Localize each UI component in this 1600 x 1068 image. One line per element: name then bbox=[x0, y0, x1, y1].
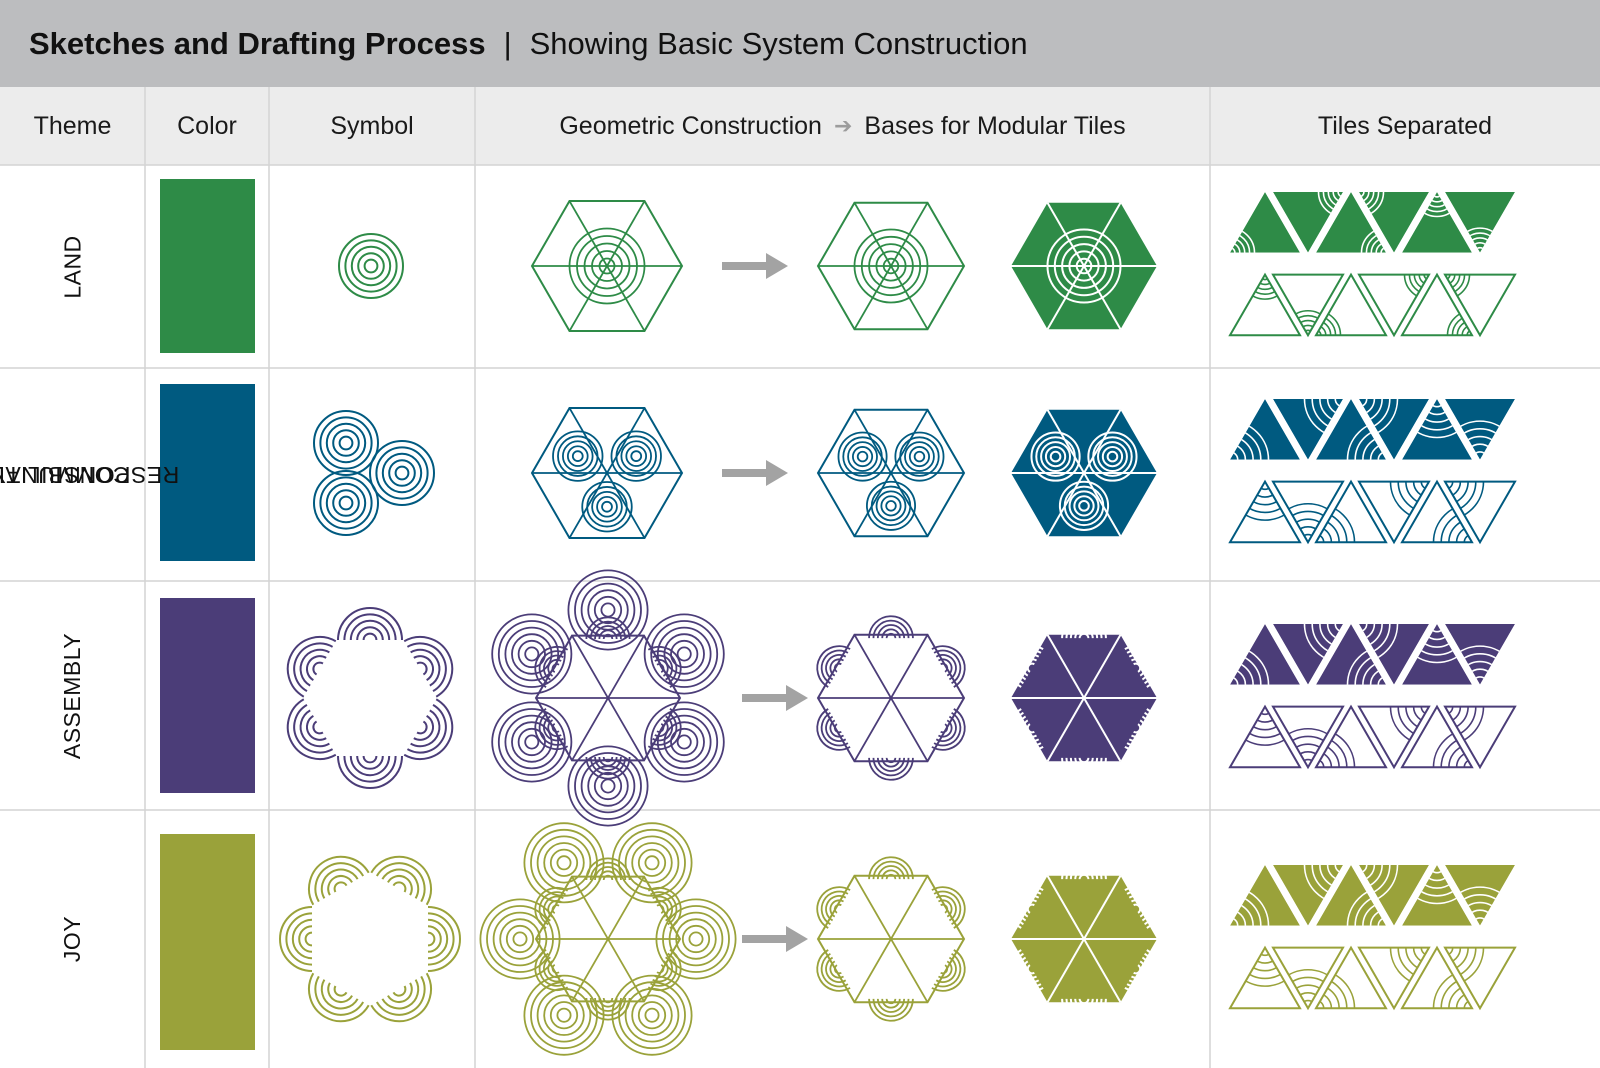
tiles-land bbox=[1228, 192, 1517, 338]
column-header-construction-label: Geometric Construction bbox=[559, 111, 822, 140]
column-header-theme: Theme bbox=[33, 111, 112, 140]
column-header-bases-label: Bases for Modular Tiles bbox=[864, 111, 1126, 140]
base-hex-filled-assembly bbox=[1009, 615, 1159, 781]
theme-label-joy: JOY bbox=[59, 915, 86, 963]
arrow-land bbox=[722, 253, 788, 279]
tile bbox=[1443, 273, 1517, 338]
column-header-construction: Geometric Construction ➔ Bases for Modul… bbox=[475, 87, 1210, 165]
tile bbox=[1400, 945, 1474, 1010]
arrow-right-icon: ➔ bbox=[833, 113, 853, 138]
symbol-communal bbox=[313, 410, 435, 536]
color-swatch-land bbox=[160, 179, 255, 353]
base-hex-filled-land bbox=[1011, 202, 1157, 330]
construction-hex-assembly bbox=[534, 616, 682, 780]
arrow-joy bbox=[742, 926, 808, 952]
construction-hex-land bbox=[530, 200, 684, 332]
tile bbox=[1271, 705, 1345, 770]
base-hex-filled-joy bbox=[1009, 856, 1159, 1022]
column-header-color: Color bbox=[177, 111, 237, 140]
title-separator: | bbox=[503, 25, 512, 61]
theme-label-land: LAND bbox=[59, 234, 86, 299]
symbol-land bbox=[338, 233, 404, 299]
column-header-row: Theme Color Symbol Geometric Constructio… bbox=[0, 87, 1600, 165]
base-hex-filled-communal bbox=[1011, 409, 1157, 537]
construction-hex-joy bbox=[534, 857, 682, 1021]
tile bbox=[1271, 480, 1345, 545]
color-swatch-communal bbox=[160, 384, 255, 561]
construction-rings-assembly bbox=[491, 569, 725, 827]
base-hex-outline-communal bbox=[816, 408, 966, 538]
base-hex-outline-joy bbox=[816, 856, 966, 1022]
tiles-joy bbox=[1228, 865, 1517, 1011]
column-header-tiles: Tiles Separated bbox=[1317, 111, 1493, 140]
page-subtitle: Showing Basic System Construction bbox=[529, 25, 1028, 61]
arrow-assembly bbox=[742, 685, 808, 711]
tile bbox=[1400, 479, 1474, 544]
tile bbox=[1271, 946, 1345, 1011]
arrow-communal bbox=[722, 460, 788, 486]
column-header-symbol: Symbol bbox=[330, 111, 414, 140]
title-bar: Sketches and Drafting Process | Showing … bbox=[0, 0, 1600, 87]
page-title: Sketches and Drafting Process bbox=[29, 25, 486, 61]
tile bbox=[1400, 272, 1474, 337]
base-hex-outline-land bbox=[816, 201, 966, 331]
tile bbox=[1314, 272, 1388, 337]
color-swatch-assembly bbox=[160, 598, 255, 793]
tiles-assembly bbox=[1228, 624, 1517, 770]
tile bbox=[1228, 272, 1302, 337]
symbol-assembly bbox=[286, 607, 454, 789]
construction-hex-communal bbox=[530, 407, 684, 539]
theme-label-assembly: ASSEMBLY bbox=[59, 632, 86, 759]
symbol-joy bbox=[279, 855, 461, 1023]
tile bbox=[1357, 273, 1431, 338]
color-swatch-joy bbox=[160, 834, 255, 1050]
tiles-communal bbox=[1228, 399, 1517, 545]
base-hex-outline-assembly bbox=[816, 615, 966, 781]
tile bbox=[1400, 704, 1474, 769]
